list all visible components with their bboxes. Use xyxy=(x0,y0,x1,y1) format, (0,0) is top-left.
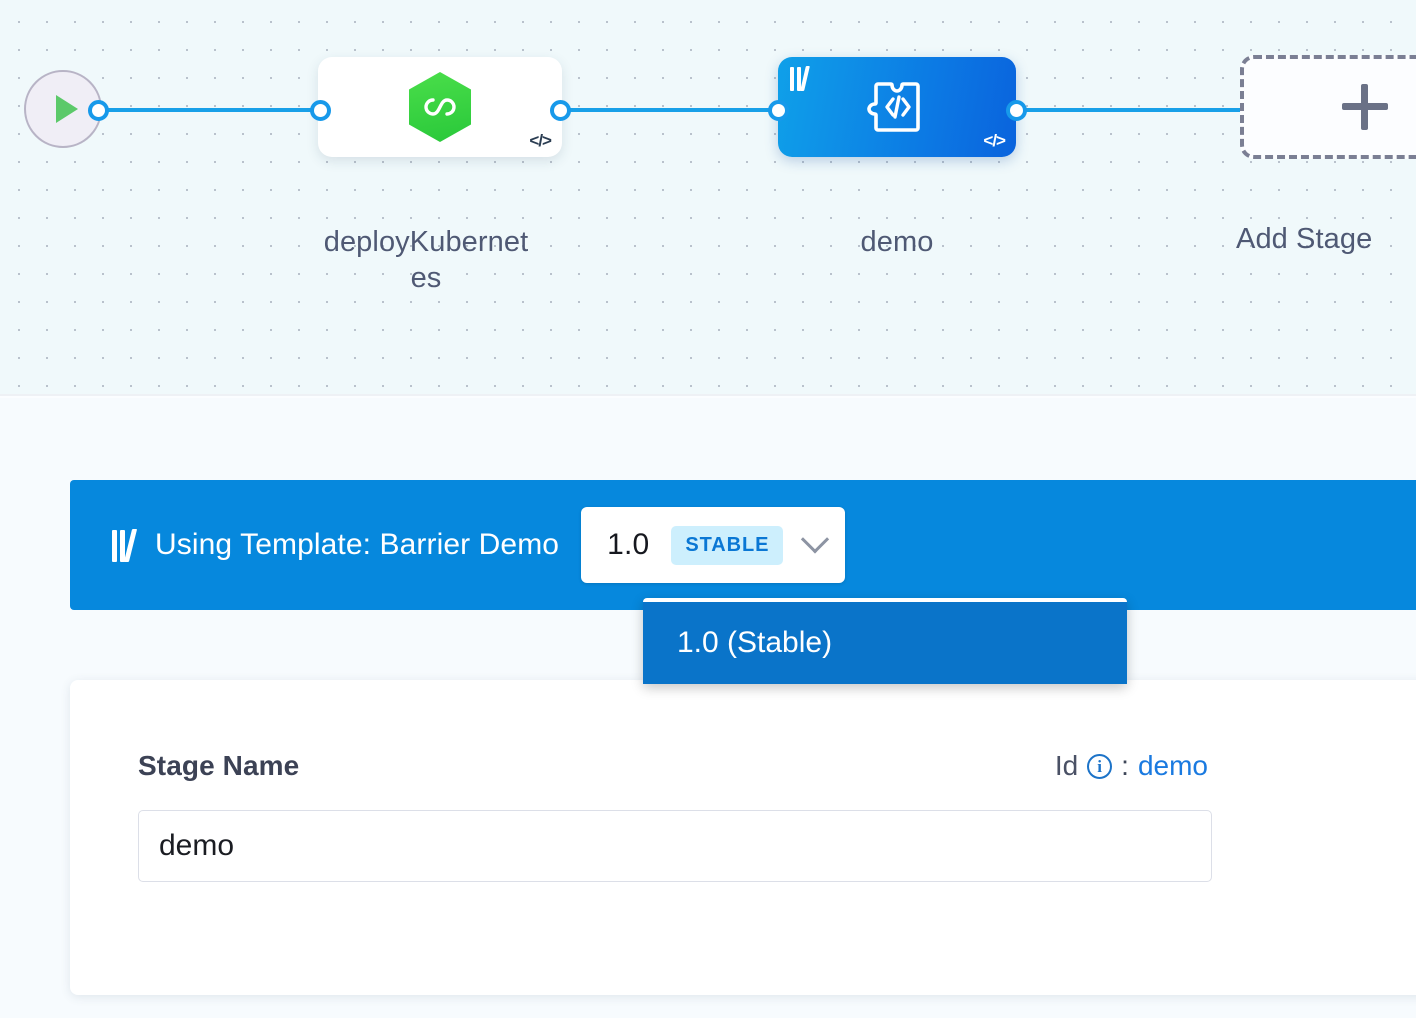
code-icon: </> xyxy=(983,131,1005,151)
demo-input-port[interactable] xyxy=(768,100,789,121)
stage-node-demo[interactable]: </> xyxy=(778,57,1016,157)
stage-name-input[interactable] xyxy=(138,810,1212,882)
stage-settings-card: Stage Name Id i : demo xyxy=(70,680,1416,995)
stage-label-deploykubernetes: deployKubernet es xyxy=(280,224,572,297)
kubernetes-hexagon-icon xyxy=(409,72,471,142)
pipeline-canvas[interactable]: </> deployKubernet es </> demo Add Stage xyxy=(0,0,1416,396)
edge-deploy-to-demo xyxy=(546,108,794,112)
edge-start-to-deploy xyxy=(86,108,334,112)
stage-label-line1: deployKubernet xyxy=(280,224,572,260)
template-version-dropdown[interactable]: 1.0 (Stable) xyxy=(643,598,1127,684)
stage-label-line2: es xyxy=(280,260,572,296)
edge-demo-to-add xyxy=(1004,108,1256,112)
version-option-item[interactable]: 1.0 (Stable) xyxy=(643,602,1127,684)
custom-stage-puzzle-icon xyxy=(866,76,928,138)
info-icon[interactable]: i xyxy=(1087,754,1112,779)
stage-name-header: Stage Name Id i : demo xyxy=(138,750,1208,782)
deploy-output-port[interactable] xyxy=(550,100,571,121)
stage-id-separator: : xyxy=(1121,750,1129,782)
stage-name-label: Stage Name xyxy=(138,750,299,782)
add-stage-node[interactable] xyxy=(1240,55,1416,159)
demo-output-port[interactable] xyxy=(1006,100,1027,121)
add-stage-label: Add Stage xyxy=(1236,221,1416,257)
template-library-icon xyxy=(112,528,133,562)
chevron-down-icon[interactable] xyxy=(801,525,829,553)
status-badge: STABLE xyxy=(671,526,783,565)
deploy-input-port[interactable] xyxy=(310,100,331,121)
stage-id-row: Id i : demo xyxy=(1055,750,1208,782)
stage-id-key: Id xyxy=(1055,750,1078,782)
template-banner-text: Using Template: Barrier Demo xyxy=(155,528,559,562)
plus-icon xyxy=(1342,84,1388,130)
template-library-icon xyxy=(790,65,807,91)
play-icon xyxy=(56,95,78,123)
template-version-selector[interactable]: 1.0 STABLE xyxy=(581,507,845,583)
code-icon: </> xyxy=(529,131,551,151)
stage-label-demo: demo xyxy=(760,224,1034,260)
stage-detail-panel: Using Template: Barrier Demo 1.0 STABLE … xyxy=(0,398,1416,1018)
template-banner: Using Template: Barrier Demo 1.0 STABLE xyxy=(70,480,1416,610)
template-version-value: 1.0 xyxy=(607,528,649,562)
start-output-port[interactable] xyxy=(88,100,109,121)
stage-id-value[interactable]: demo xyxy=(1138,750,1208,782)
stage-node-deploykubernetes[interactable]: </> xyxy=(318,57,562,157)
